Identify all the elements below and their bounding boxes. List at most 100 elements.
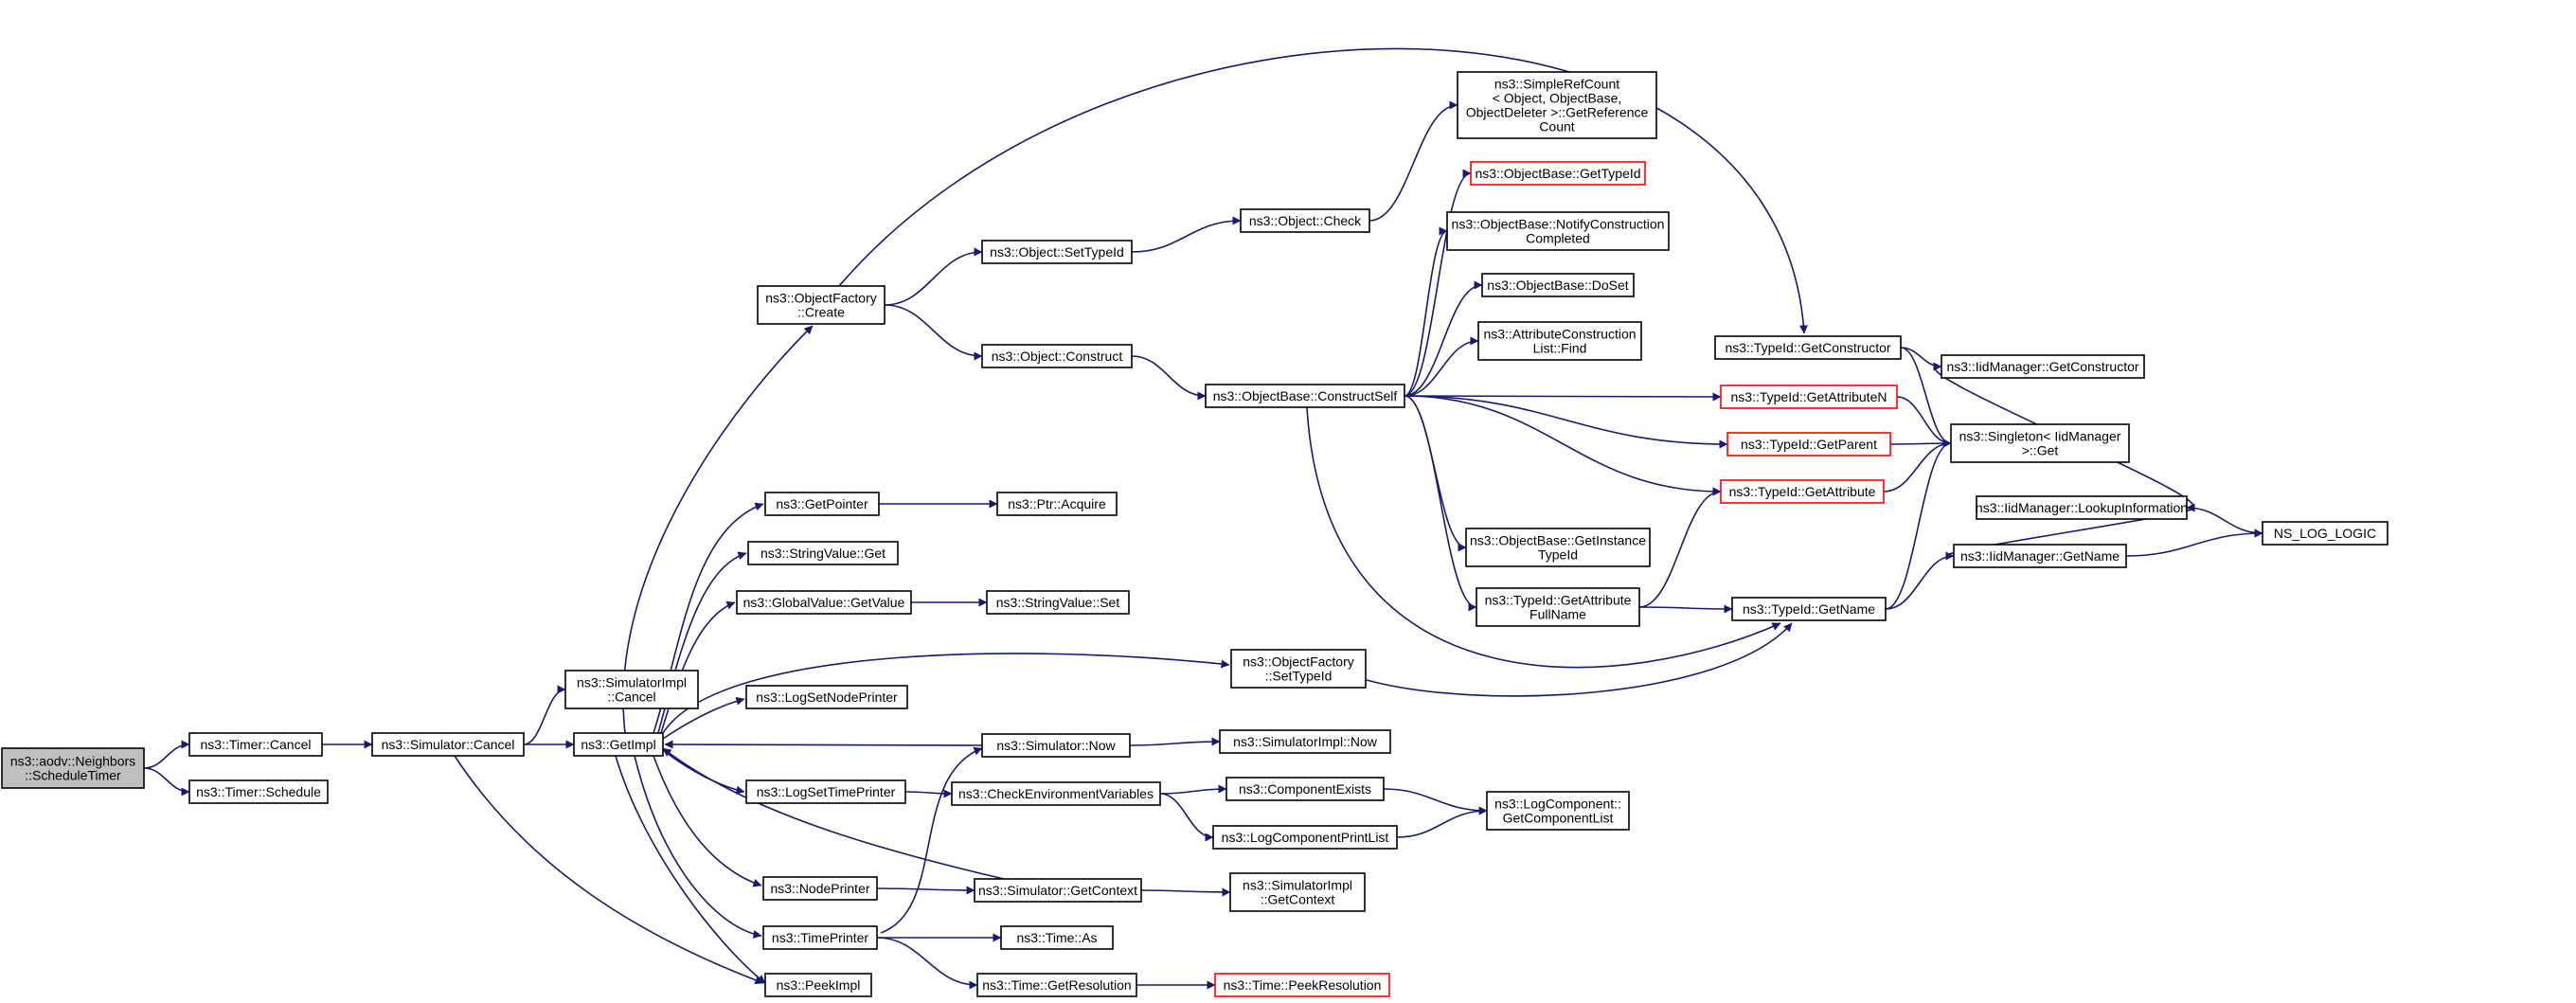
edge-constructself-to-typeid_getattributefullname — [1404, 395, 1477, 612]
node-typeid-getparent[interactable]: ns3::TypeId::GetParent — [1726, 432, 1891, 457]
node-box — [1446, 211, 1670, 251]
node-typeid-getattribute[interactable]: ns3::TypeId::GetAttribute — [1720, 479, 1885, 504]
node-schedule-timer[interactable]: ns3::aodv::Neighbors::ScheduleTimer — [1, 747, 145, 789]
node-label: TypeId — [1538, 547, 1578, 563]
node-time-peekresolution[interactable]: ns3::Time::PeekResolution — [1214, 973, 1390, 997]
node-timeprinter[interactable]: ns3::TimePrinter — [762, 925, 878, 950]
node-logcomponentprintlist[interactable]: ns3::LogComponentPrintList — [1212, 825, 1398, 850]
node-sim-now[interactable]: ns3::Simulator::Now — [981, 733, 1131, 758]
node-typeid-getattributen[interactable]: ns3::TypeId::GetAttributeN — [1720, 385, 1898, 409]
edge-object_settypeid-to-object_check — [1131, 216, 1242, 253]
node-stringvalue-get[interactable]: ns3::StringValue::Get — [747, 541, 899, 565]
node-object-check[interactable]: ns3::Object::Check — [1240, 208, 1370, 233]
node-box — [1470, 161, 1646, 186]
node-label: ns3::TimePrinter — [772, 930, 869, 945]
node-sim-getcontext[interactable]: ns3::Simulator::GetContext — [974, 878, 1142, 903]
node-ns-log-logic[interactable]: NS_LOG_LOGIC — [2262, 521, 2388, 546]
node-box — [1225, 777, 1385, 801]
node-box — [371, 732, 525, 757]
node-label: ::GetContext — [1261, 892, 1335, 907]
node-sim-cancel[interactable]: ns3::Simulator::Cancel — [371, 732, 525, 757]
node-simimpl-getcontext[interactable]: ns3::SimulatorImpl::GetContext — [1229, 872, 1366, 912]
node-logsetnodeprinter[interactable]: ns3::LogSetNodePrinter — [745, 685, 908, 709]
node-box — [564, 670, 699, 709]
node-time-as[interactable]: ns3::Time::As — [1000, 925, 1114, 950]
node-logcomponent-getcomponentlist[interactable]: ns3::LogComponent::GetComponentList — [1486, 791, 1630, 831]
node-logsettimeprinter[interactable]: ns3::LogSetTimePrinter — [745, 779, 906, 804]
edge-typeid_getparent-to-singleton_get — [1889, 439, 1952, 448]
node-label: ns3::ObjectBase::GetTypeId — [1475, 166, 1640, 181]
node-peekimpl[interactable]: ns3::PeekImpl — [764, 973, 872, 997]
node-label: < Object, ObjectBase, — [1493, 91, 1622, 106]
node-box — [1230, 649, 1367, 689]
node-objfactory-create[interactable]: ns3::ObjectFactory::Create — [757, 285, 886, 325]
node-object-construct[interactable]: ns3::Object::Construct — [981, 344, 1133, 368]
node-iidmanager-lookupinformation[interactable]: ns3::IidManager::LookupInformation — [1976, 495, 2188, 520]
node-label: ns3::ObjectBase::GetInstance — [1470, 533, 1646, 548]
node-timer-cancel[interactable]: ns3::Timer::Cancel — [188, 732, 323, 757]
node-nodeprinter[interactable]: ns3::NodePrinter — [762, 876, 878, 901]
edge-iidmanager_getname-to-ns_log_logic — [2125, 528, 2263, 557]
node-label: ns3::IidManager::GetName — [1960, 548, 2120, 564]
node-box — [974, 878, 1142, 903]
node-label: ns3::Simulator::Now — [996, 738, 1116, 753]
node-label: ns3::LogComponent:: — [1494, 797, 1621, 812]
node-label: ns3::Singleton< IidManager — [1959, 429, 2121, 444]
node-simimpl-cancel[interactable]: ns3::SimulatorImpl::Cancel — [564, 670, 699, 709]
node-label: FullName — [1530, 607, 1586, 622]
node-objbase-gettypeid[interactable]: ns3::ObjectBase::GetTypeId — [1470, 161, 1646, 186]
node-box — [1219, 729, 1391, 754]
edge-constructself-to-objbase_notify — [1404, 226, 1448, 397]
node-label: ns3::PeekImpl — [777, 977, 861, 993]
node-box — [1214, 973, 1390, 997]
node-ptr-acquire[interactable]: ns3::Ptr::Acquire — [996, 492, 1118, 516]
node-label: ns3::Ptr::Acquire — [1008, 496, 1106, 511]
node-objfactory-settypeid[interactable]: ns3::ObjectFactory::SetTypeId — [1230, 649, 1367, 689]
node-getimpl[interactable]: ns3::GetImpl — [573, 732, 664, 757]
node-simplerefcount[interactable]: ns3::SimpleRefCount< Object, ObjectBase,… — [1457, 71, 1657, 139]
node-iidmanager-getconstructor[interactable]: ns3::IidManager::GetConstructor — [1941, 354, 2145, 379]
node-globalvalue-getvalue[interactable]: ns3::GlobalValue::GetValue — [736, 590, 912, 615]
node-typeid-getconstructor[interactable]: ns3::TypeId::GetConstructor — [1714, 335, 1902, 360]
node-label: ::ScheduleTimer — [25, 768, 121, 783]
node-label: ns3::TypeId::GetName — [1743, 601, 1875, 617]
node-box — [188, 732, 323, 757]
edge-checkenv-to-logcomponentprintlist — [1159, 793, 1214, 842]
edge-sim_getcontext-to-getimpl — [662, 747, 1005, 880]
node-box — [736, 590, 912, 615]
node-label: ns3::Timer::Schedule — [196, 784, 321, 799]
node-box — [1229, 872, 1366, 912]
node-label: ns3::TypeId::GetAttribute — [1485, 593, 1632, 608]
node-box — [981, 733, 1131, 758]
node-singleton-get[interactable]: ns3::Singleton< IidManager>::Get — [1950, 423, 2130, 463]
node-getpointer[interactable]: ns3::GetPointer — [764, 492, 880, 516]
node-iidmanager-getname[interactable]: ns3::IidManager::GetName — [1953, 544, 2127, 568]
edge-logsettimeprinter-to-checkenv — [904, 789, 953, 798]
node-label: ns3::ObjectBase::DoSet — [1487, 278, 1629, 293]
node-label: ns3::SimulatorImpl — [1243, 878, 1352, 893]
node-label: NS_LOG_LOGIC — [2274, 526, 2376, 541]
edge-typeid_getattribute-to-singleton_get — [1883, 439, 1952, 493]
node-timer-schedule[interactable]: ns3::Timer::Schedule — [188, 779, 329, 804]
edge-sim_now-to-simimpl_now — [1129, 737, 1221, 746]
node-object-settypeid[interactable]: ns3::Object::SetTypeId — [981, 240, 1133, 264]
node-time-getresolution[interactable]: ns3::Time::GetResolution — [976, 973, 1137, 997]
edge-timeprinter-to-time_getresolution — [876, 937, 978, 990]
node-box — [1726, 432, 1891, 457]
node-simimpl-now[interactable]: ns3::SimulatorImpl::Now — [1219, 729, 1391, 754]
node-objbase-doset[interactable]: ns3::ObjectBase::DoSet — [1481, 273, 1635, 297]
node-stringvalue-set[interactable]: ns3::StringValue::Set — [986, 590, 1130, 615]
edge-nodeprinter-to-sim_getcontext — [876, 886, 975, 895]
node-typeid-getname[interactable]: ns3::TypeId::GetName — [1731, 597, 1887, 621]
node-objbase-notify[interactable]: ns3::ObjectBase::NotifyConstructionCompl… — [1446, 211, 1670, 251]
node-checkenv[interactable]: ns3::CheckEnvironmentVariables — [951, 781, 1161, 806]
edge-constructself-to-typeid_getattribute — [1404, 395, 1722, 496]
node-box — [1240, 208, 1370, 233]
node-box — [1000, 925, 1114, 950]
node-componentexists[interactable]: ns3::ComponentExists — [1225, 777, 1385, 801]
node-label: ns3::Time::GetResolution — [982, 977, 1131, 993]
node-constructself[interactable]: ns3::ObjectBase::ConstructSelf — [1205, 384, 1405, 408]
